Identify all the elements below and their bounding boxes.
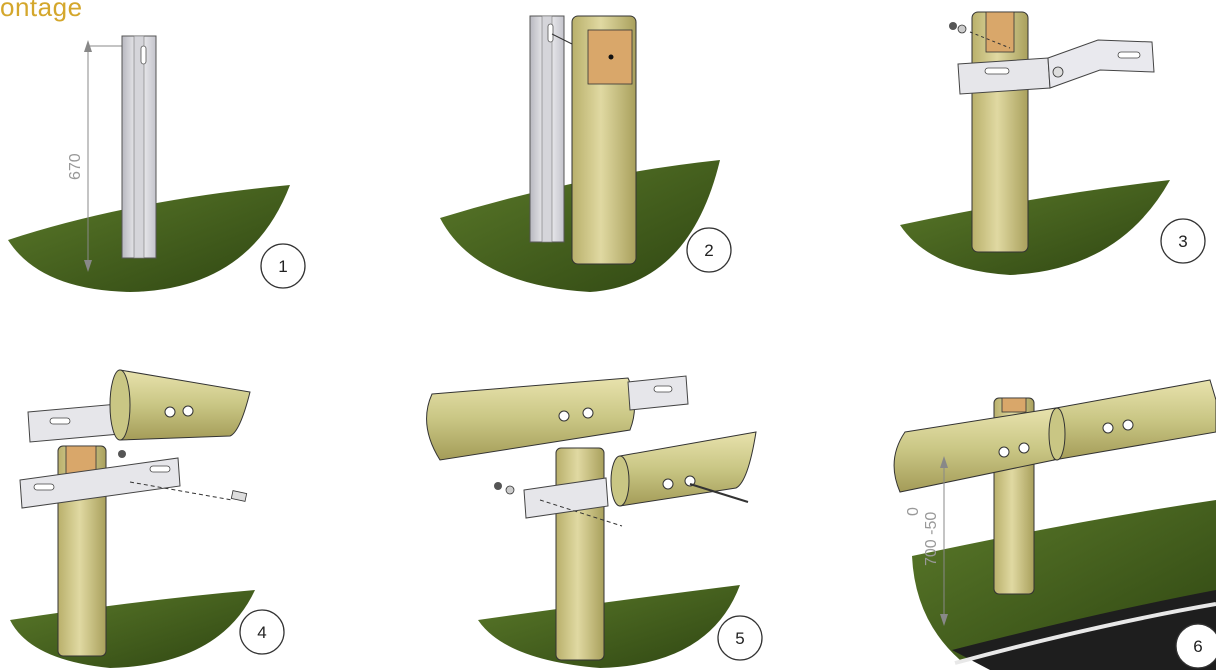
grass-patch <box>478 585 740 668</box>
step-number-badge: 5 <box>717 615 763 661</box>
svg-text:1: 1 <box>278 257 287 276</box>
metal-plate <box>627 375 689 411</box>
step-2: 2 <box>440 15 732 292</box>
step-number-badge: 4 <box>239 609 285 655</box>
metal-bracket <box>19 457 181 509</box>
svg-text:5: 5 <box>735 629 744 648</box>
metal-bracket <box>957 39 1155 95</box>
metal-plate <box>27 403 121 443</box>
step-3: 3 <box>900 11 1206 275</box>
step-number-badge: 1 <box>260 243 306 289</box>
dimension-label-top: 0 <box>905 507 922 516</box>
wooden-rail <box>893 407 1060 493</box>
wooden-rail <box>426 377 635 461</box>
bolt <box>118 450 248 502</box>
dimension-label: 670 <box>67 153 84 180</box>
step-4: 4 <box>10 369 285 668</box>
step-number-badge: 6 <box>1175 623 1216 669</box>
svg-text:2: 2 <box>704 241 713 260</box>
step-1: 670 1 <box>8 35 306 292</box>
svg-text:4: 4 <box>257 623 266 642</box>
page-title: ontage <box>0 0 83 22</box>
svg-text:6: 6 <box>1193 637 1202 656</box>
bolt <box>494 482 749 527</box>
bolt <box>949 22 1011 49</box>
svg-text:3: 3 <box>1178 232 1187 251</box>
dimension-label-bottom: 700 -50 <box>923 512 940 566</box>
step-number-badge: 3 <box>1160 218 1206 264</box>
metal-bracket <box>523 477 609 519</box>
step-5: 5 <box>426 375 763 668</box>
wooden-rail <box>113 369 251 441</box>
step-6: 0 700 -50 6 <box>893 379 1216 670</box>
grass-patch <box>10 590 255 668</box>
wooden-rail <box>1053 379 1216 461</box>
step-number-badge: 2 <box>686 227 732 273</box>
grass-patch <box>900 180 1170 275</box>
wooden-rail <box>612 431 757 507</box>
